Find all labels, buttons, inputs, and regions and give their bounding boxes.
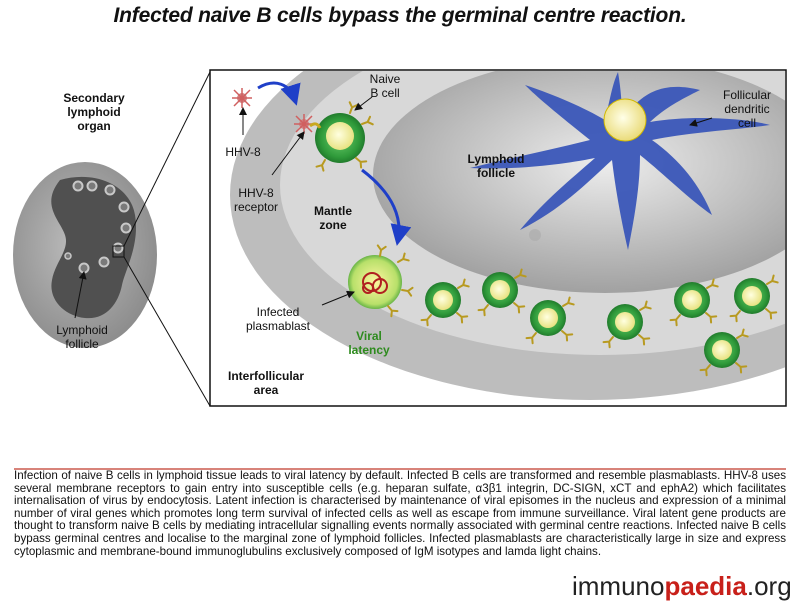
- b-cell: [602, 300, 652, 349]
- logo-part-org: .org: [746, 571, 792, 601]
- infected-plasmablast-label: Infected plasmablast: [245, 305, 311, 333]
- organ-label: Secondary lymphoid organ: [63, 91, 125, 133]
- naive-b-cell: [315, 101, 374, 172]
- b-cell: [729, 274, 779, 323]
- follicular-dendritic-cell: [470, 72, 770, 250]
- hhv8-bound-virus: [294, 114, 322, 134]
- logo-part-immuno: immuno: [572, 571, 665, 601]
- follicle-label-left: Lymphoid follicle: [56, 323, 108, 351]
- interfollicular-label: Interfollicular area: [227, 369, 304, 397]
- marginal-zone-b-cells: [420, 268, 779, 377]
- lymphoid-follicle-label: Lymphoid follicle: [467, 152, 525, 180]
- b-cell: [699, 328, 749, 377]
- hhv8-label: HHV-8: [225, 145, 261, 159]
- b-cell: [525, 296, 575, 345]
- b-cell: [420, 278, 470, 327]
- viral-latency-label: Viral latency: [348, 329, 390, 357]
- migration-arrow: [361, 168, 412, 246]
- mantle-zone-label: Mantle zone: [313, 204, 352, 232]
- infected-plasmablast: [348, 244, 414, 318]
- secondary-lymphoid-organ: [13, 162, 157, 348]
- zoom-panel: [209, 69, 787, 407]
- b-cell: [669, 278, 719, 327]
- diagram-title: Infected naive B cells bypass the germin…: [113, 4, 687, 27]
- logo-part-paedia: paedia: [664, 571, 747, 601]
- immunopaedia-logo[interactable]: immunopaedia.org: [572, 572, 792, 600]
- infection-arrow: [257, 81, 301, 106]
- fdc-label: Follicular dendritic cell: [722, 88, 771, 130]
- caption-text: Infection of naive B cells in lymphoid t…: [14, 469, 786, 558]
- receptor-label: HHV-8 receptor: [233, 186, 279, 214]
- b-cell: [477, 268, 527, 317]
- hhv8-virus: [232, 88, 252, 108]
- naive-b-cell-label: Naive B cell: [369, 72, 401, 100]
